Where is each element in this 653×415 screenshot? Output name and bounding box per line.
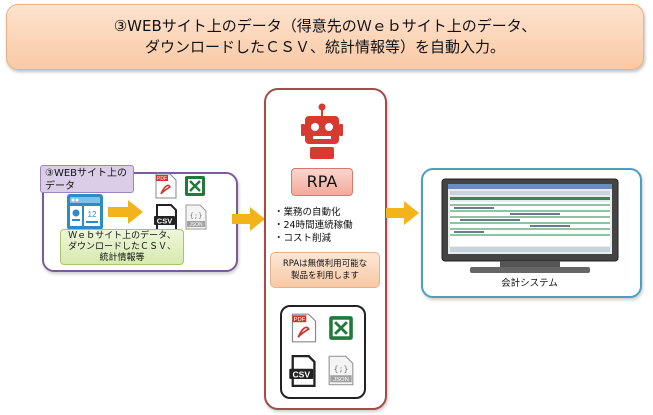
excel-file-icon <box>329 316 353 340</box>
rpa-note-line-2: 製品を利用します <box>290 271 359 281</box>
json-tag: JSON <box>333 377 349 383</box>
arrow-right-icon <box>108 200 143 224</box>
csv-file-icon: CSV <box>289 355 316 387</box>
pdf-file-icon: PDF <box>291 313 317 343</box>
system-caption: 会計システム <box>501 278 558 289</box>
source-caption: Ｗｅｂサイト上のデータ、 ダウンロードしたＣＳＶ、 統計情報等 <box>60 229 184 265</box>
pdf-file-icon: PDF <box>155 173 177 199</box>
rpa-label: RPA <box>291 168 353 196</box>
json-tag: JSON <box>189 222 203 228</box>
rpa-benefit-list: ・業務の自動化 ・24時間連続稼働 ・コスト削減 <box>274 206 382 245</box>
json-braces: {;} <box>334 364 349 374</box>
arrow-to-rpa-icon <box>232 207 265 231</box>
robot-icon <box>301 103 343 159</box>
web-page-icon: 12 <box>67 194 103 230</box>
calendar-day-label: 12 <box>88 210 97 219</box>
arrow-to-system-icon <box>386 201 419 225</box>
monitor-icon <box>441 178 619 273</box>
rpa-note-line-1: RPAは無償利用可能な <box>282 259 368 269</box>
rpa-note: RPAは無償利用可能な 製品を利用します <box>270 252 380 288</box>
excel-file-icon <box>185 176 205 196</box>
rpa-benefit-cost: ・コスト削減 <box>274 233 332 244</box>
json-file-icon: {;} JSON <box>328 355 354 386</box>
csv-tag: CSV <box>157 217 172 226</box>
title-line-1: ③WEBサイト上のデータ（得意先のＷｅｂサイト上のデータ、 <box>113 17 537 35</box>
pdf-tag: PDF <box>294 317 306 323</box>
rpa-benefit-24h: ・24時間連続稼働 <box>274 220 353 231</box>
csv-tag: CSV <box>292 369 310 379</box>
source-label: ③WEBサイト上のデータ <box>40 165 134 193</box>
json-file-icon: {;} JSON <box>185 204 207 230</box>
source-caption-line-3: 統計情報等 <box>99 252 145 263</box>
title-line-2: ダウンロードしたＣＳＶ、統計情報等）を自動入力。 <box>144 38 505 56</box>
rpa-benefit-automation: ・業務の自動化 <box>274 207 341 218</box>
json-braces: {;} <box>190 212 203 220</box>
pdf-tag: PDF <box>157 176 167 182</box>
csv-file-icon: CSV <box>154 204 177 232</box>
source-caption-line-2: ダウンロードしたＣＳＶ、 <box>67 241 176 252</box>
title-banner: ③WEBサイト上のデータ（得意先のＷｅｂサイト上のデータ、 ダウンロードしたＣＳ… <box>6 4 644 70</box>
source-caption-line-1: Ｗｅｂサイト上のデータ、 <box>68 230 176 241</box>
